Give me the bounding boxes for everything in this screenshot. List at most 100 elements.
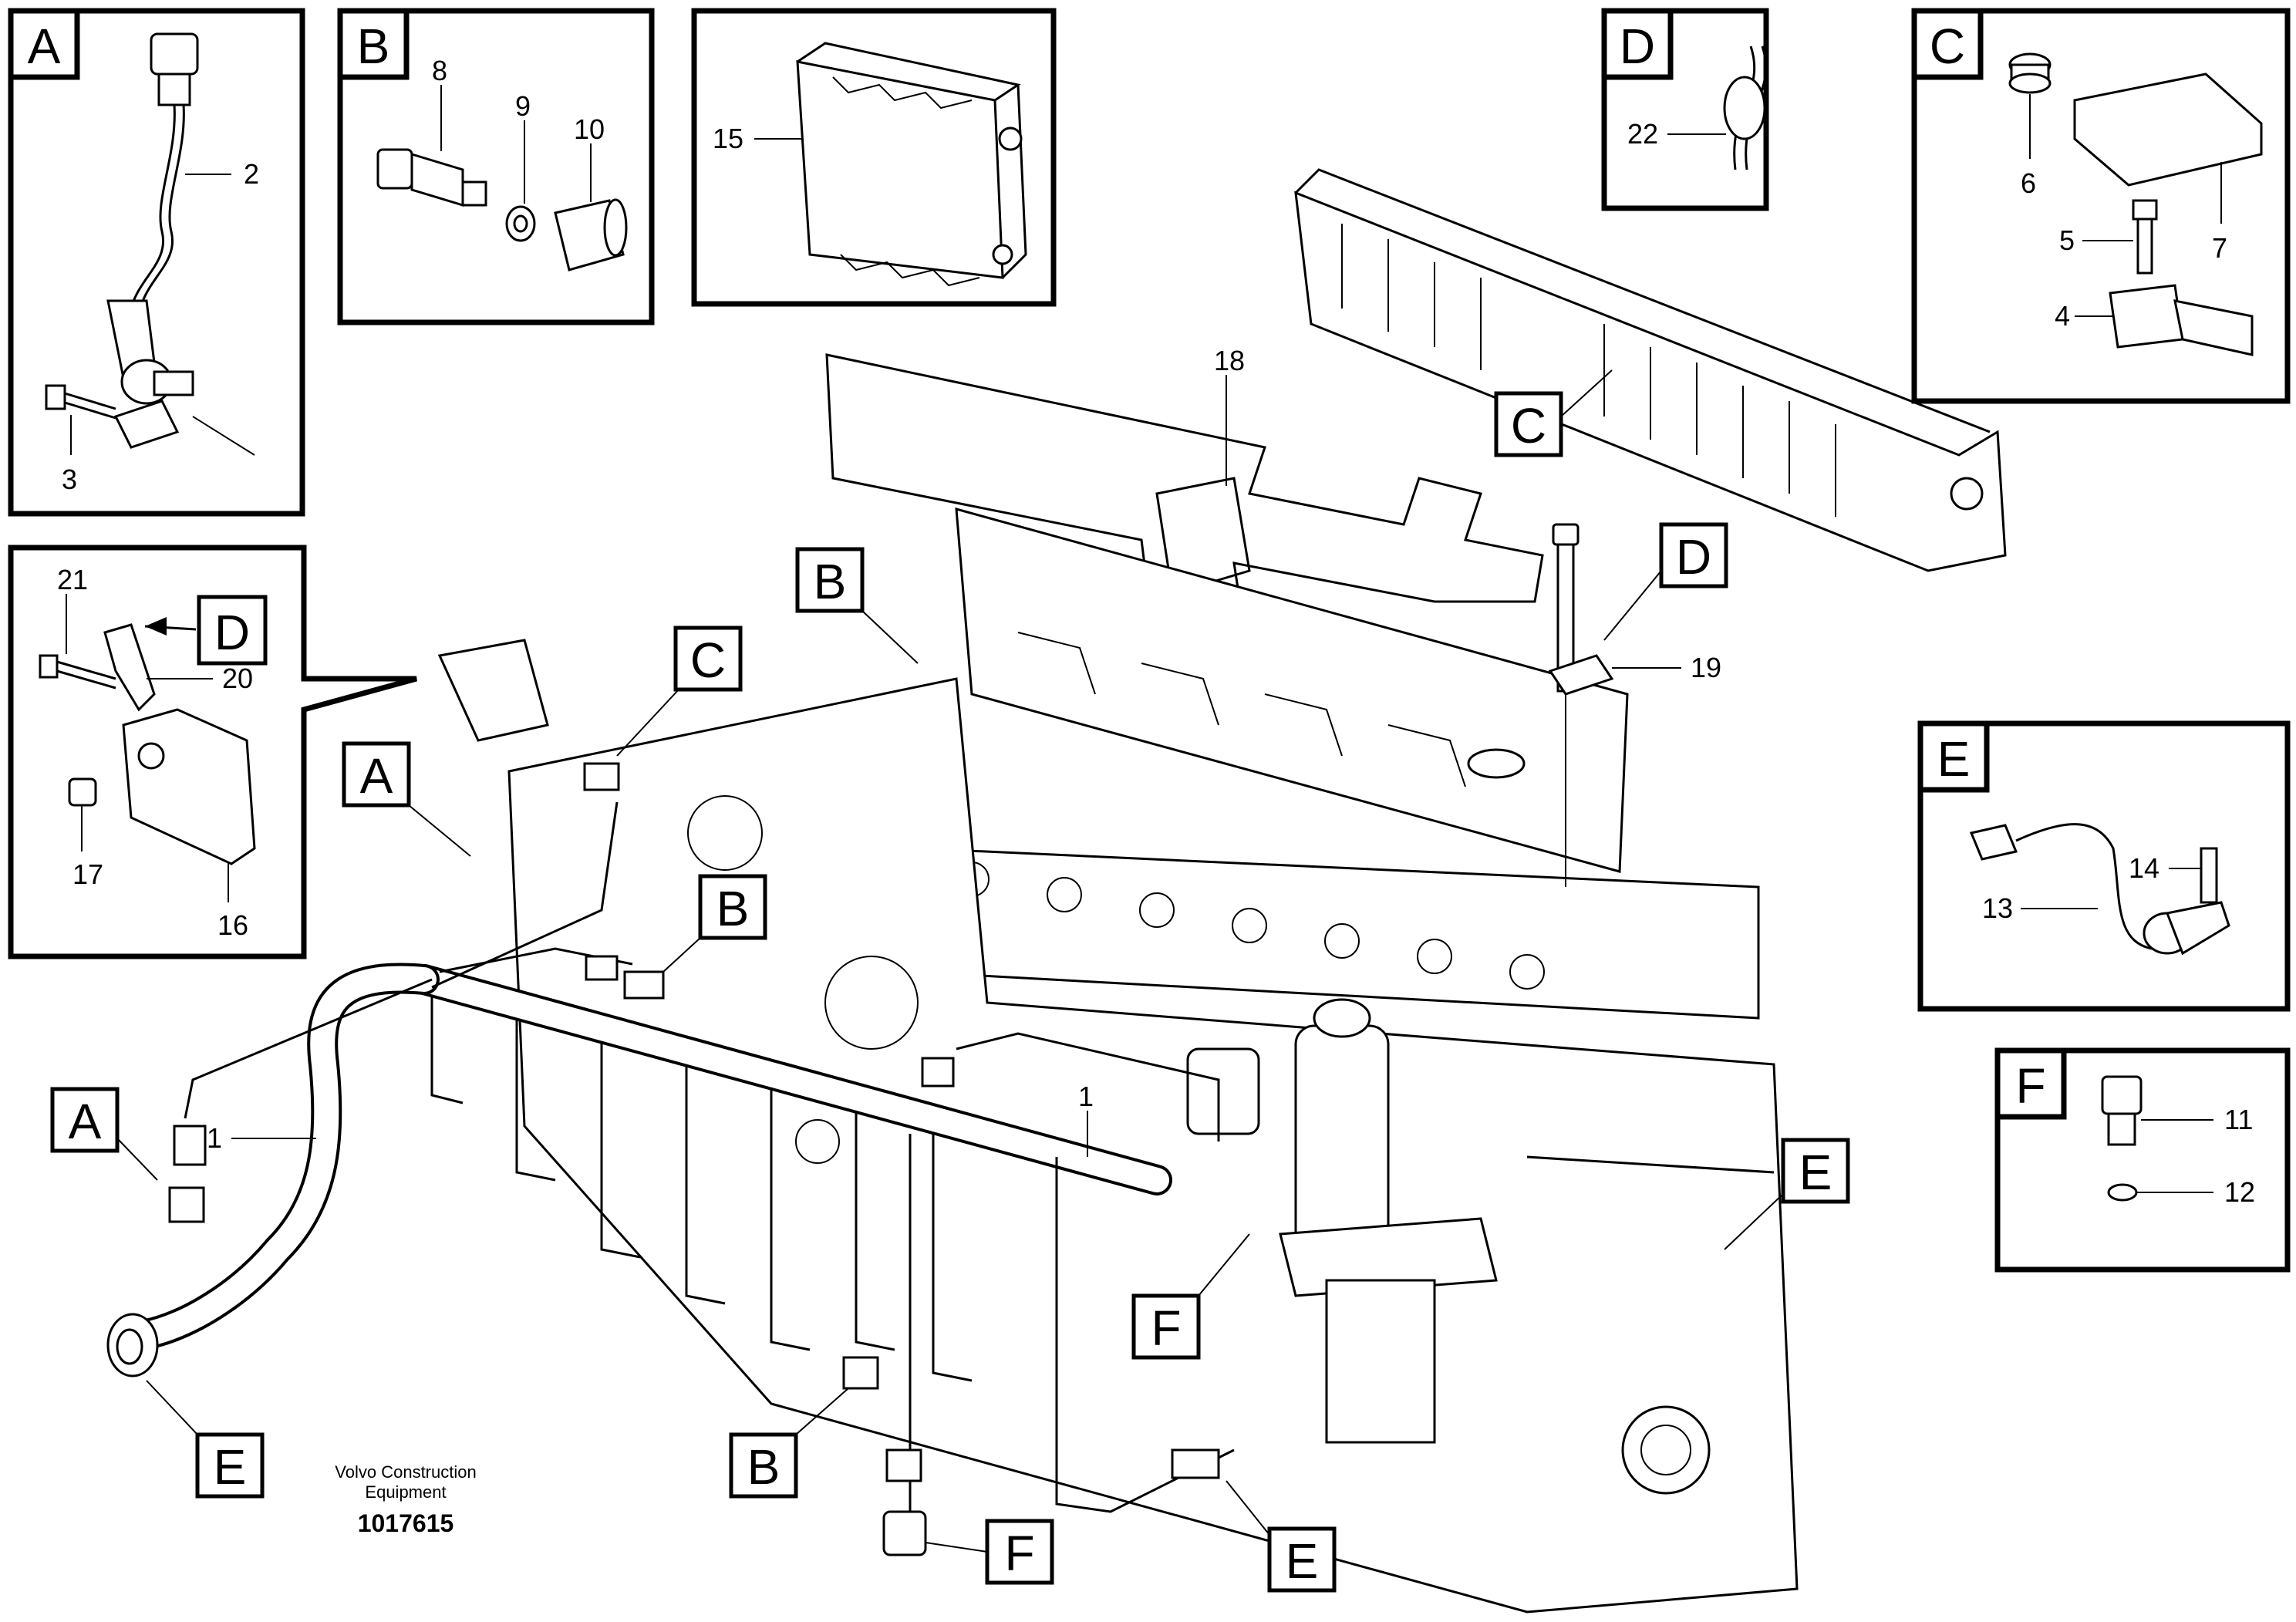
nut-icon: [68, 777, 97, 807]
panel-c-letter: C: [1930, 19, 1965, 74]
engine-assembly: 18 19: [50, 168, 2007, 1614]
oil-filter-icon: [1186, 1047, 1260, 1135]
temperature-sensor-icon: [2101, 1075, 2143, 1115]
callout-21: 21: [57, 564, 88, 595]
oil-cooler-icon: [1279, 1217, 1498, 1297]
panel-d-letter-box: [1601, 8, 1674, 80]
panel-b-letter: B: [357, 19, 390, 74]
panel-ecu: 15: [691, 8, 1057, 307]
callout-3: 3: [62, 464, 77, 495]
boost-sensor-icon: [2109, 284, 2184, 349]
tag-e-left: E: [146, 1380, 265, 1499]
drawing-footer: Volvo Construction Equipment 1017615: [335, 1462, 476, 1537]
valve-cover-icon: [955, 507, 1629, 873]
tag-e-right: E: [1724, 1138, 1850, 1250]
panel-e-letter: E: [1937, 731, 1971, 787]
crank-sensor-connector-icon: [150, 32, 199, 76]
panel-b: B 8 9 10: [337, 8, 655, 325]
tag-f-center: F: [1131, 1233, 1250, 1360]
tag-a-left: A: [50, 1087, 158, 1181]
drawing-number: 1017615: [358, 1509, 454, 1537]
panel-f-letter-box: [1994, 1047, 2067, 1120]
svg-text:F: F: [1151, 1300, 1181, 1356]
panel-e: E 14 13: [1917, 720, 2291, 1012]
tag-b-bottom: B: [729, 1388, 849, 1499]
cover-plate-icon: [437, 639, 549, 742]
callout-16: 16: [217, 909, 248, 941]
callout-11: 11: [2224, 1104, 2253, 1135]
tag-d-clip: D: [1603, 522, 1728, 641]
bolt-icon: [2200, 847, 2218, 904]
callout-6: 6: [2021, 167, 2036, 199]
svg-text:F: F: [1004, 1526, 1034, 1581]
tag-b-center: B: [663, 874, 767, 973]
panel-f: F 11 12: [1994, 1047, 2291, 1273]
callout-17: 17: [72, 858, 103, 890]
bolt-icon: [39, 654, 59, 679]
panel-b-letter-box: [337, 8, 410, 80]
panel-a-letter-box: [8, 8, 80, 80]
callout-2: 2: [244, 158, 259, 190]
pressure-sensor-icon: [376, 148, 413, 190]
svg-text:B: B: [716, 881, 750, 936]
callout-10: 10: [574, 113, 605, 145]
maker-line-2: Equipment: [365, 1482, 446, 1502]
panel-a-letter: A: [28, 19, 61, 74]
panel-c-letter-box: [1911, 8, 1984, 80]
cam-sensor-connector-icon: [921, 1057, 955, 1088]
callout-14: 14: [2129, 852, 2159, 884]
tag-c-center: C: [616, 626, 743, 757]
callout-13: 13: [1982, 892, 2013, 924]
callout-9: 9: [515, 90, 531, 122]
panel-c: C 6 7 5 4: [1911, 8, 2291, 404]
callout-12: 12: [2224, 1176, 2255, 1208]
panel-d-letter: D: [1620, 19, 1655, 74]
engine-block-icon: [507, 677, 1799, 1614]
boost-sensor-connector-icon: [583, 762, 620, 791]
bolt-icon: [2132, 199, 2158, 221]
panel-bracket: D 21 20 17 16: [8, 545, 417, 959]
callout-22: 22: [1627, 118, 1658, 150]
callout-5: 5: [2059, 224, 2075, 256]
tag-a-center: A: [342, 741, 471, 857]
callout-18: 18: [1214, 345, 1245, 376]
tag-e-bottom: E: [1226, 1480, 1337, 1593]
speed-sensor-connector-icon: [1969, 824, 2018, 861]
panel-a: A 2 3: [8, 8, 305, 517]
svg-text:A: A: [69, 1094, 102, 1149]
tag-b-top: B: [795, 547, 919, 664]
tag-f-bottom: F: [925, 1519, 1054, 1585]
callout-19: 19: [1691, 652, 1721, 683]
panel-d: D 22: [1601, 8, 1769, 211]
svg-text:B: B: [747, 1439, 781, 1495]
panel-bracket-letter: D: [214, 605, 250, 660]
tag-c-manifold: C: [1494, 369, 1613, 457]
bolt-icon: [45, 384, 66, 410]
callout-8: 8: [432, 55, 447, 86]
svg-text:B: B: [814, 554, 847, 609]
svg-text:C: C: [690, 632, 726, 688]
clip-icon: [103, 623, 156, 712]
pressure-sensor-icon: [585, 955, 619, 981]
panel-bracket-letter-box: [197, 595, 268, 666]
callout-20: 20: [222, 663, 253, 694]
callout-1: 1: [207, 1122, 222, 1154]
svg-text:C: C: [1511, 398, 1546, 454]
callout-4: 4: [2055, 300, 2070, 332]
svg-text:E: E: [1286, 1533, 1319, 1589]
callout-15: 15: [713, 123, 743, 154]
callout-7: 7: [2212, 232, 2227, 264]
svg-text:A: A: [360, 748, 393, 804]
crankshaft-seal-icon: [1621, 1405, 1711, 1495]
svg-text:E: E: [214, 1439, 247, 1495]
oil-pressure-connector-icon: [842, 1356, 879, 1390]
panel-f-letter: F: [2015, 1058, 2045, 1114]
callout-1-secondary: 1: [1078, 1081, 1094, 1112]
speed-sensor-connector-icon: [1171, 1448, 1220, 1479]
svg-text:E: E: [1799, 1145, 1832, 1200]
panel-e-letter-box: [1917, 720, 1990, 793]
crank-sensor-connector-icon: [173, 1125, 207, 1166]
maker-line-1: Volvo Construction: [335, 1462, 476, 1482]
svg-text:D: D: [1676, 529, 1711, 585]
